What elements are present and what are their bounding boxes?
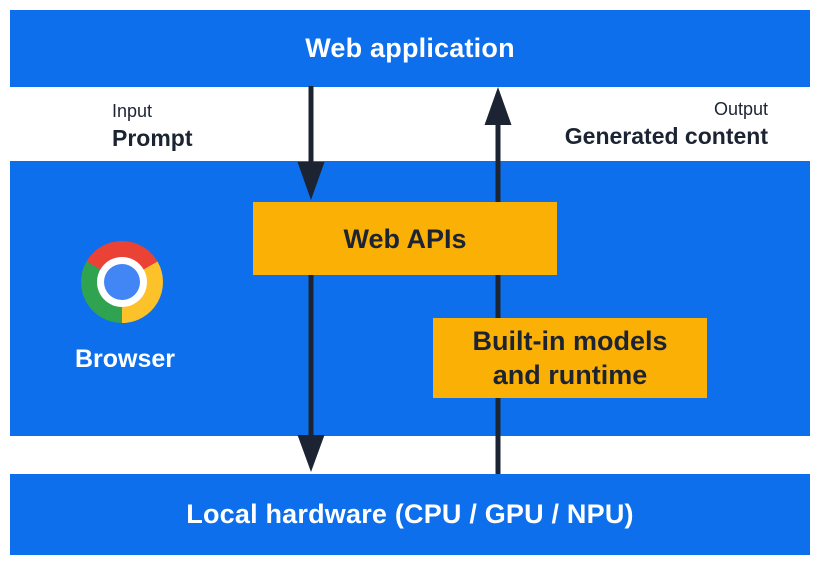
chrome-logo-icon	[80, 240, 164, 323]
output-caption: Output	[713, 99, 768, 119]
input-flow-label: Input Prompt	[112, 99, 193, 152]
output-value: Generated content	[564, 123, 768, 149]
browser-label: Browser	[74, 345, 176, 373]
web-apis-label: Web APIs	[343, 223, 467, 254]
web-apis-box: Web APIs	[253, 202, 557, 275]
local-hardware-label: Local hardware (CPU / GPU / NPU)	[186, 499, 634, 529]
web-application-label: Web application	[305, 33, 515, 63]
builtin-models-box: Built-in models and runtime	[433, 318, 707, 398]
web-application-band: Web application	[10, 10, 810, 87]
builtin-models-label-line1: Built-in models	[472, 326, 668, 356]
builtin-models-label-line2: and runtime	[492, 360, 648, 390]
output-flow-label: Output Generated content	[565, 97, 768, 150]
local-hardware-band: Local hardware (CPU / GPU / NPU)	[10, 474, 810, 555]
input-value: Prompt	[112, 125, 193, 151]
input-caption: Input	[112, 101, 153, 121]
